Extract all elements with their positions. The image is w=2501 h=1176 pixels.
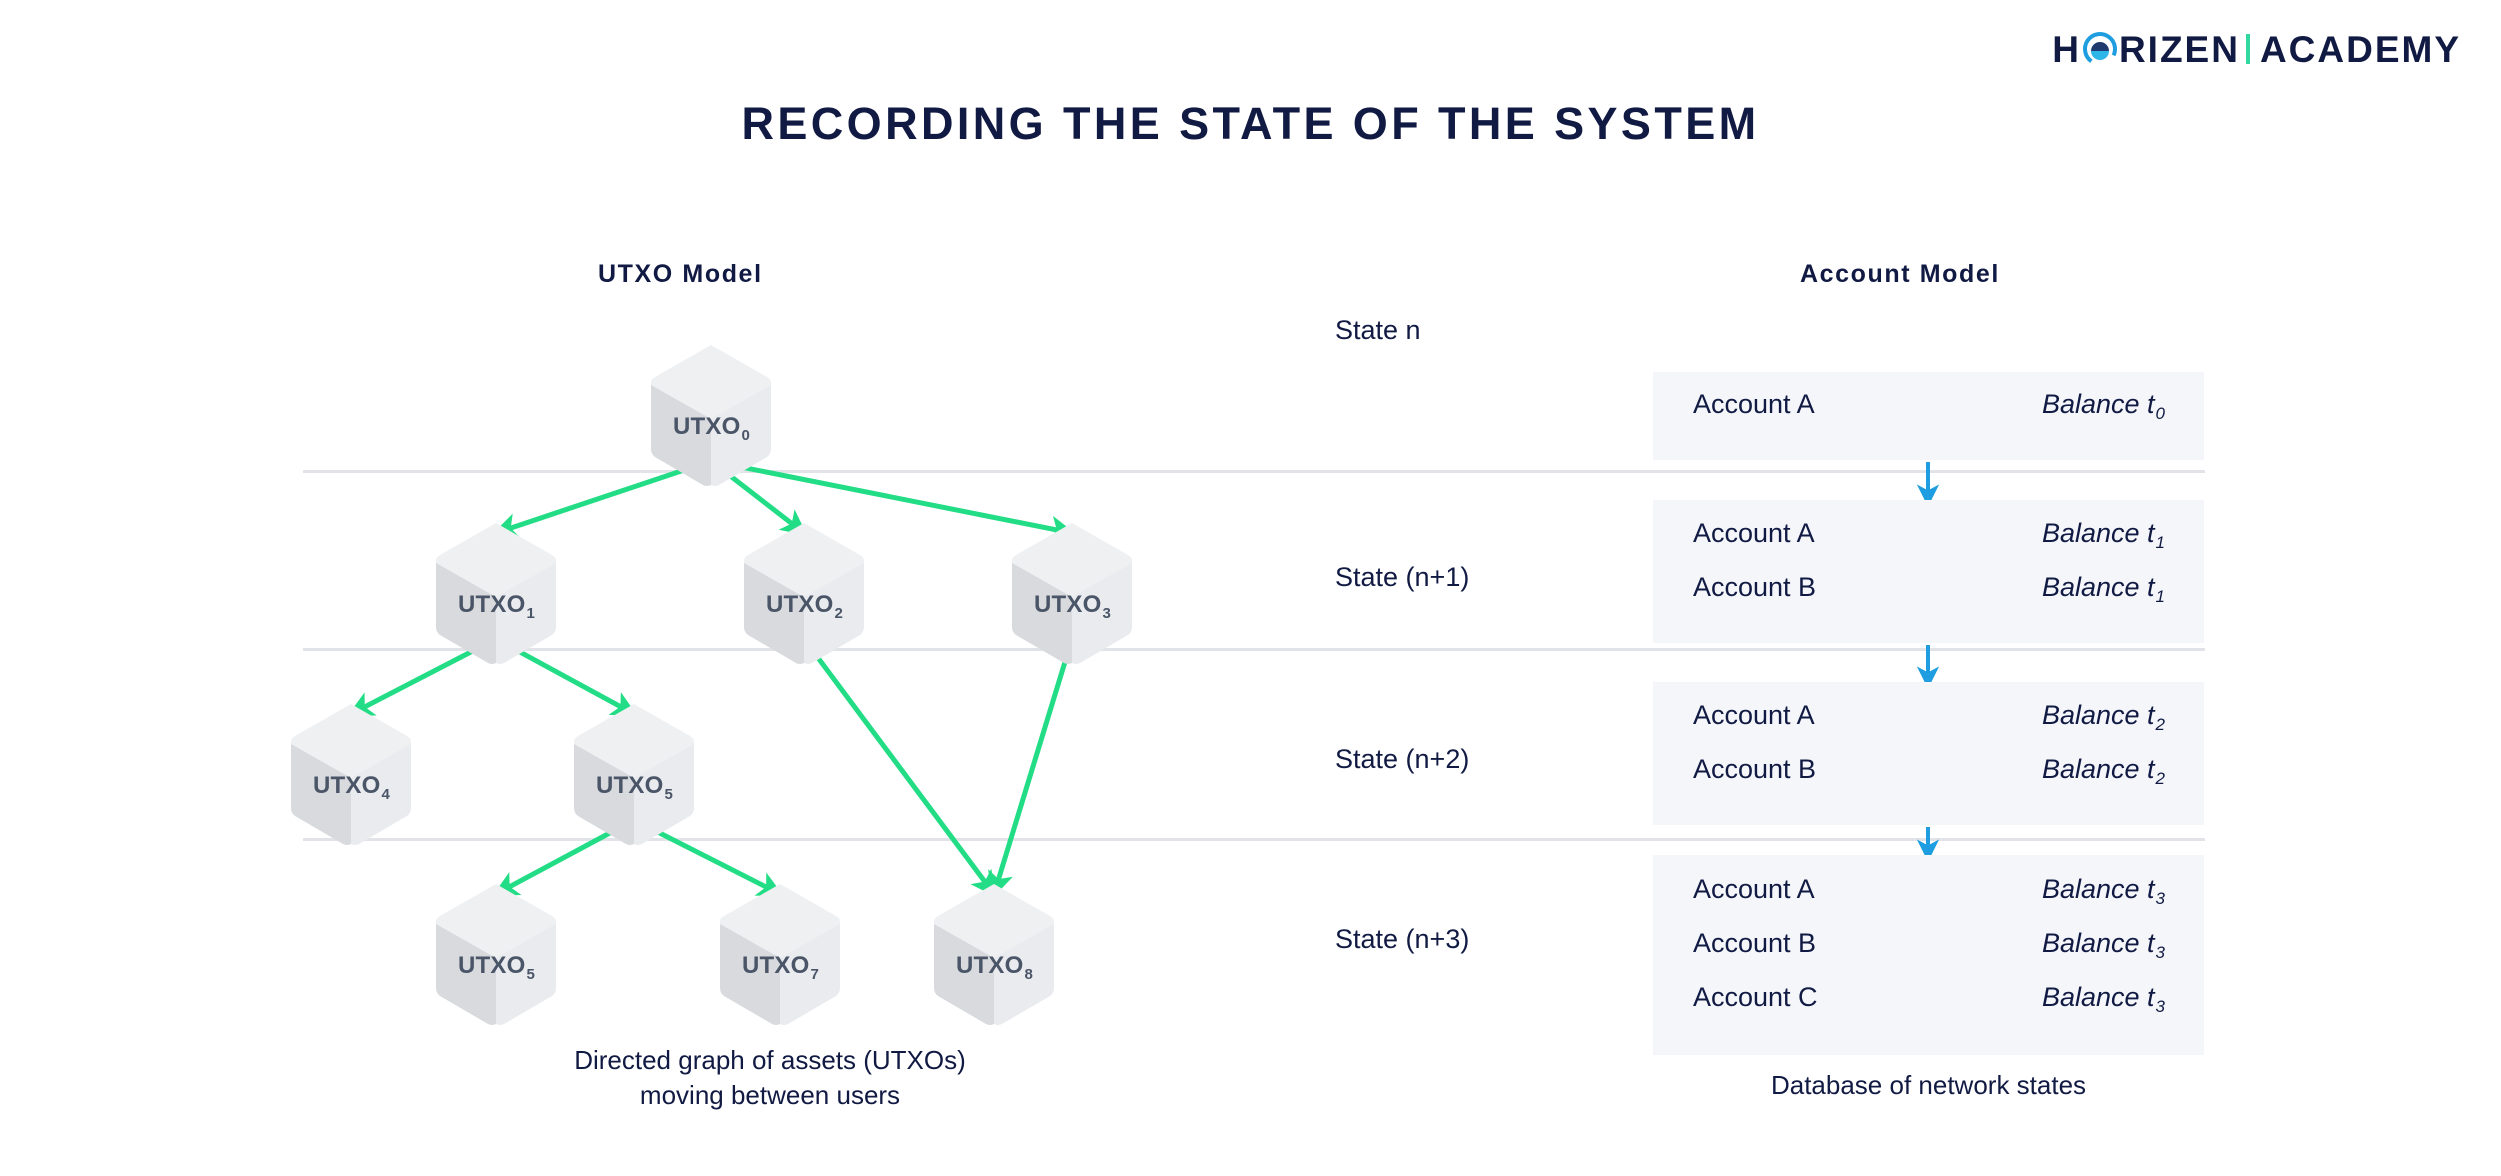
utxo-cube-label: UTXO2 bbox=[765, 591, 843, 622]
account-row: Account B Balance t3 bbox=[1693, 928, 2165, 982]
utxo-cube-utxo2: UTXO2 bbox=[740, 519, 868, 667]
state-divider-1 bbox=[303, 648, 2205, 651]
horizen-swirl-icon bbox=[2081, 30, 2119, 68]
page-title: RECORDING THE STATE OF THE SYSTEM bbox=[741, 98, 1760, 149]
state-divider-0 bbox=[303, 470, 2205, 473]
utxo-caption: Directed graph of assets (UTXOs) moving … bbox=[330, 1043, 1210, 1112]
brand-logo: H RIZEN ACADEMY bbox=[2052, 30, 2461, 68]
state-divider-2 bbox=[303, 838, 2205, 841]
utxo-cube-label: UTXO3 bbox=[1033, 591, 1111, 622]
account-row: Account A Balance t2 bbox=[1693, 699, 2165, 754]
account-caption: Database of network states bbox=[1770, 1070, 2087, 1100]
account-panel-0: Account A Balance t0 bbox=[1653, 372, 2204, 460]
account-balance: Balance t1 bbox=[2041, 571, 2165, 606]
utxo-cube-label: UTXO5 bbox=[457, 952, 535, 983]
logo-academy: ACADEMY bbox=[2259, 28, 2461, 70]
utxo-cube-utxo7: UTXO7 bbox=[716, 880, 844, 1028]
utxo-cube-utxo0: UTXO0 bbox=[647, 341, 775, 489]
utxo-cube-utxo3: UTXO3 bbox=[1008, 519, 1136, 667]
utxo-cube-label: UTXO0 bbox=[672, 413, 750, 444]
utxo-cube-utxo1: UTXO1 bbox=[432, 519, 560, 667]
logo-separator bbox=[2245, 34, 2250, 64]
account-row: Account C Balance t3 bbox=[1693, 982, 2165, 1036]
account-row: Account B Balance t2 bbox=[1693, 753, 2165, 808]
account-name: Account A bbox=[1693, 389, 1815, 419]
account-name: Account A bbox=[1693, 874, 1815, 904]
state-label-2: State (n+2) bbox=[1335, 744, 1470, 774]
state-label-0: State n bbox=[1335, 315, 1421, 345]
utxo-cube-label: UTXO5 bbox=[595, 772, 673, 803]
account-balance: Balance t3 bbox=[2041, 928, 2165, 962]
utxo-edge-utxo2-to-utxo8 bbox=[812, 651, 997, 898]
account-name: Account B bbox=[1693, 928, 1817, 958]
utxo-cube-label: UTXO8 bbox=[955, 952, 1033, 983]
account-row: Account A Balance t3 bbox=[1693, 874, 2165, 928]
account-name: Account B bbox=[1693, 571, 1817, 602]
utxo-caption-line1: Directed graph of assets (UTXOs) bbox=[574, 1045, 966, 1075]
account-panel-2: Account A Balance t2 Account B Balance t2 bbox=[1653, 682, 2204, 825]
account-balance: Balance t1 bbox=[2041, 517, 2165, 552]
account-name: Account B bbox=[1693, 753, 1817, 784]
utxo-model-heading: UTXO Model bbox=[598, 260, 763, 288]
account-name: Account C bbox=[1693, 982, 1818, 1012]
account-name: Account A bbox=[1693, 699, 1815, 730]
account-balance: Balance t2 bbox=[2041, 753, 2165, 788]
utxo-cube-label: UTXO7 bbox=[741, 952, 819, 983]
state-label-3: State (n+3) bbox=[1335, 924, 1470, 954]
account-balance: Balance t2 bbox=[2041, 699, 2165, 734]
account-row: Account A Balance t0 bbox=[1693, 389, 2165, 443]
account-name: Account A bbox=[1693, 517, 1815, 548]
account-balance: Balance t0 bbox=[2041, 389, 2165, 423]
account-panel-1: Account A Balance t1 Account B Balance t1 bbox=[1653, 500, 2204, 643]
logo-horizen-h: H bbox=[2052, 28, 2081, 70]
utxo-cube-label: UTXO1 bbox=[457, 591, 535, 622]
utxo-edge-utxo3-to-utxo8 bbox=[988, 655, 1070, 898]
state-label-1: State (n+1) bbox=[1335, 562, 1470, 592]
utxo-cube-utxo4: UTXO4 bbox=[287, 700, 415, 848]
utxo-cube-utxo8: UTXO8 bbox=[930, 880, 1058, 1028]
utxo-cube-label: UTXO4 bbox=[312, 772, 390, 803]
account-row: Account B Balance t1 bbox=[1693, 571, 2165, 626]
utxo-cube-utxo6: UTXO5 bbox=[432, 880, 560, 1028]
utxo-cube-utxo5: UTXO5 bbox=[570, 700, 698, 848]
account-balance: Balance t3 bbox=[2041, 874, 2165, 908]
account-row: Account A Balance t1 bbox=[1693, 517, 2165, 572]
logo-horizen-rest: RIZEN bbox=[2118, 28, 2240, 70]
account-model-heading: Account Model bbox=[1800, 260, 2000, 288]
utxo-caption-line2: moving between users bbox=[639, 1079, 901, 1110]
account-balance: Balance t3 bbox=[2041, 982, 2165, 1016]
